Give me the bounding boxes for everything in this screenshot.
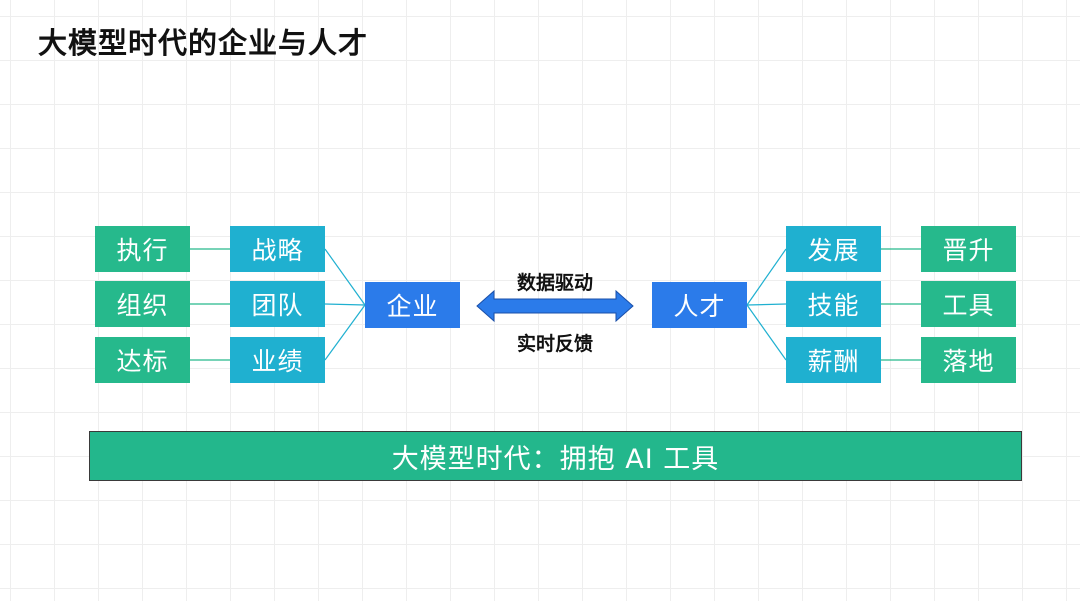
- node-strategy: 战略: [230, 226, 325, 272]
- page-title: 大模型时代的企业与人才: [38, 26, 369, 60]
- double-arrow-icon: [476, 289, 634, 323]
- node-development: 发展: [786, 226, 881, 272]
- node-tools: 工具: [921, 281, 1016, 327]
- node-organization: 组织: [95, 281, 190, 327]
- node-talent: 人才: [652, 282, 747, 328]
- node-skills: 技能: [786, 281, 881, 327]
- node-execute: 执行: [95, 226, 190, 272]
- node-target: 达标: [95, 337, 190, 383]
- node-enterprise: 企业: [365, 282, 460, 328]
- node-implementation: 落地: [921, 337, 1016, 383]
- link-line: [746, 304, 787, 361]
- link-line: [324, 303, 366, 306]
- node-compensation: 薪酬: [786, 337, 881, 383]
- arrow-label-bottom: 实时反馈: [516, 333, 593, 355]
- link-line: [746, 303, 787, 306]
- arrow-label-top: 数据驱动: [516, 272, 593, 294]
- link-line: [324, 304, 366, 361]
- summary-banner: 大模型时代：拥抱 AI 工具: [89, 431, 1022, 481]
- link-line: [746, 248, 787, 306]
- link-line: [324, 248, 366, 306]
- node-team: 团队: [230, 281, 325, 327]
- node-promotion: 晋升: [921, 226, 1016, 272]
- node-performance: 业绩: [230, 337, 325, 383]
